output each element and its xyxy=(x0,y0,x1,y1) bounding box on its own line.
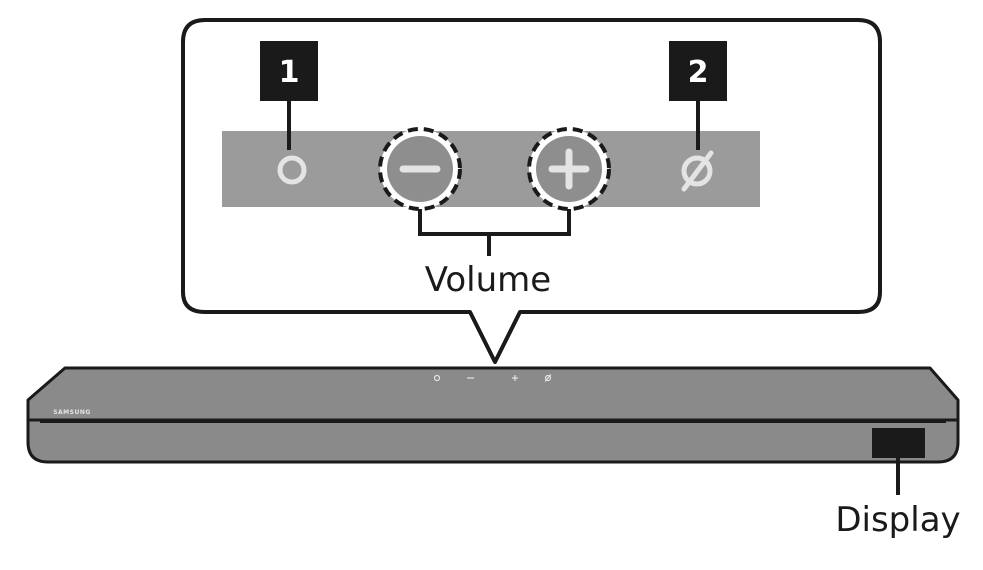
volume-down-button[interactable] xyxy=(378,127,462,211)
source-icon xyxy=(681,150,714,192)
volume-bracket xyxy=(418,209,571,256)
power-icon xyxy=(277,155,307,185)
callout-1: 1 xyxy=(260,41,318,150)
soundbar-button-markers xyxy=(433,374,552,382)
callout-1-number: 1 xyxy=(279,55,300,90)
power-button[interactable] xyxy=(277,155,307,185)
volume-label: Volume xyxy=(425,260,551,300)
plus-icon xyxy=(548,148,590,190)
source-button[interactable] xyxy=(681,150,714,192)
button-panel xyxy=(222,131,760,207)
display-label: Display xyxy=(835,500,960,540)
callout-2-number: 2 xyxy=(688,55,709,90)
soundbar-front xyxy=(26,418,960,464)
volume-up-button[interactable] xyxy=(527,127,611,211)
power-icon xyxy=(433,374,441,382)
plus-icon xyxy=(512,375,518,381)
callout-2: 2 xyxy=(669,41,727,150)
soundbar-top xyxy=(26,366,960,422)
soundbar: SAMSUNG xyxy=(26,366,960,464)
brand-logo: SAMSUNG xyxy=(53,409,91,416)
display-window xyxy=(872,428,925,458)
source-icon xyxy=(544,374,552,382)
